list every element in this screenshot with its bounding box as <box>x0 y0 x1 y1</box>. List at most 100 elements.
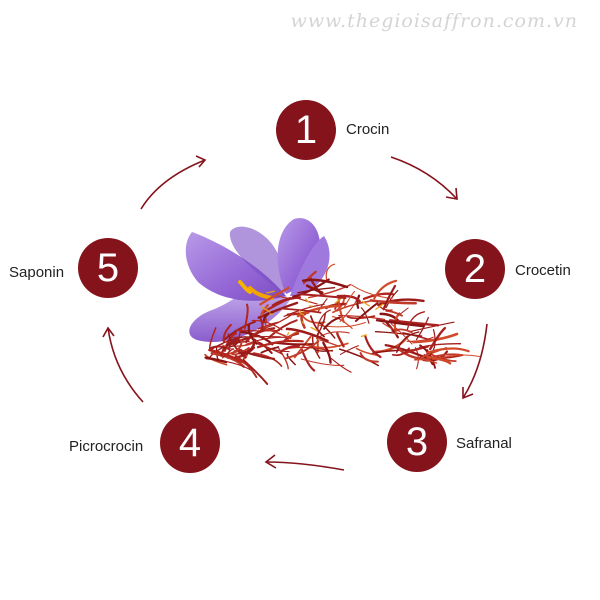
saffron-thread <box>309 315 325 338</box>
saffron-thread <box>335 300 372 312</box>
saffron-thread <box>235 329 280 332</box>
cycle-arrows <box>102 155 488 471</box>
saffron-thread <box>330 358 352 373</box>
saffron-thread <box>382 322 400 332</box>
saffron-thread-tip <box>301 321 305 324</box>
saffron-thread <box>302 270 317 285</box>
saffron-thread <box>260 304 269 316</box>
saffron-thread <box>338 348 380 367</box>
saffron-thread <box>227 334 247 359</box>
saffron-thread <box>238 339 256 355</box>
cycle-label-1: Crocin <box>346 121 390 138</box>
saffron-thread <box>390 323 413 345</box>
saffron-thread-tip <box>299 310 302 313</box>
saffron-thread <box>243 303 249 330</box>
saffron-thread <box>318 321 336 339</box>
saffron-thread <box>256 339 304 349</box>
saffron-thread <box>339 345 359 355</box>
saffron-thread <box>279 307 322 314</box>
saffron-thread <box>260 311 296 331</box>
saffron-thread <box>359 352 379 363</box>
saffron-thread <box>230 338 243 355</box>
saffron-thread <box>221 344 242 352</box>
saffron-thread <box>279 344 301 353</box>
saffron-thread-tip <box>375 303 384 310</box>
saffron-thread <box>369 299 417 305</box>
saffron-thread <box>385 321 399 339</box>
saffron-thread <box>210 351 246 368</box>
saffron-thread <box>257 341 273 354</box>
saffron-thread-tip <box>299 312 305 316</box>
saffron-thread <box>391 347 410 356</box>
saffron-thread <box>377 298 425 307</box>
saffron-thread <box>355 347 378 356</box>
saffron-thread <box>222 320 256 342</box>
cycle-node-3: 3 <box>387 412 447 472</box>
saffron-thread <box>222 323 232 343</box>
saffron-thread <box>336 332 345 348</box>
saffron-thread <box>426 347 470 354</box>
saffron-thread <box>242 358 269 385</box>
saffron-thread <box>251 319 283 331</box>
saffron-thread <box>234 354 258 379</box>
saffron-thread <box>356 294 361 309</box>
saffron-thread <box>316 312 327 336</box>
saffron-thread <box>231 336 281 339</box>
cycle-label-4: Picrocrocin <box>69 438 144 455</box>
watermark-text: www.thegioisaffron.com.vn <box>290 10 578 32</box>
cycle-label-5: Saponin <box>9 264 65 281</box>
saffron-thread <box>322 341 332 364</box>
saffron-thread <box>271 296 302 307</box>
saffron-thread <box>292 278 330 298</box>
saffron-thread <box>208 345 231 351</box>
saffron-thread <box>406 311 426 331</box>
saffron-thread <box>343 291 356 308</box>
saffron-thread <box>262 311 274 324</box>
saffron-thread <box>373 279 398 300</box>
saffron-thread <box>284 340 320 360</box>
cycle-label-3: Safranal <box>456 435 512 452</box>
saffron-thread <box>298 293 347 300</box>
saffron-thread <box>300 312 307 329</box>
arrow-4-to-5 <box>102 326 144 403</box>
cycle-node-2: 2 <box>445 239 505 299</box>
saffron-thread <box>428 326 447 351</box>
saffron-crocus-flower-icon <box>185 218 481 385</box>
saffron-thread <box>375 318 425 328</box>
saffron-thread <box>338 315 386 320</box>
saffron-thread <box>257 301 299 319</box>
cycle-node-1: 1 <box>276 100 336 160</box>
saffron-thread <box>283 303 325 317</box>
saffron-thread <box>300 358 345 366</box>
arrow-1-to-2 <box>390 156 458 200</box>
saffron-thread-tip <box>261 306 271 313</box>
saffron-thread <box>316 309 331 332</box>
saffron-thread <box>426 355 452 365</box>
saffron-thread <box>415 316 429 341</box>
arrow-5-to-1 <box>140 155 207 210</box>
saffron-thread-tip <box>361 300 371 307</box>
saffron-thread <box>375 303 393 311</box>
saffron-thread-tip <box>266 290 276 294</box>
saffron-thread <box>396 331 420 353</box>
saffron-thread <box>208 327 217 351</box>
saffron-thread <box>259 286 290 306</box>
saffron-threads <box>204 263 481 385</box>
saffron-thread <box>316 321 366 328</box>
saffron-thread <box>418 342 462 349</box>
saffron-thread <box>323 316 342 330</box>
saffron-thread <box>388 319 440 327</box>
saffron-thread <box>260 346 280 354</box>
saffron-thread-tip <box>310 326 318 332</box>
saffron-thread <box>208 348 243 363</box>
cycle-node-4: 4 <box>160 413 220 473</box>
saffron-thread-tip <box>334 298 341 304</box>
saffron-thread <box>385 309 403 317</box>
saffron-thread <box>301 278 349 289</box>
saffron-thread <box>374 331 423 337</box>
saffron-thread <box>404 345 429 354</box>
saffron-thread <box>336 294 361 303</box>
saffron-thread <box>325 263 336 281</box>
arrow-2-to-3 <box>462 323 488 400</box>
